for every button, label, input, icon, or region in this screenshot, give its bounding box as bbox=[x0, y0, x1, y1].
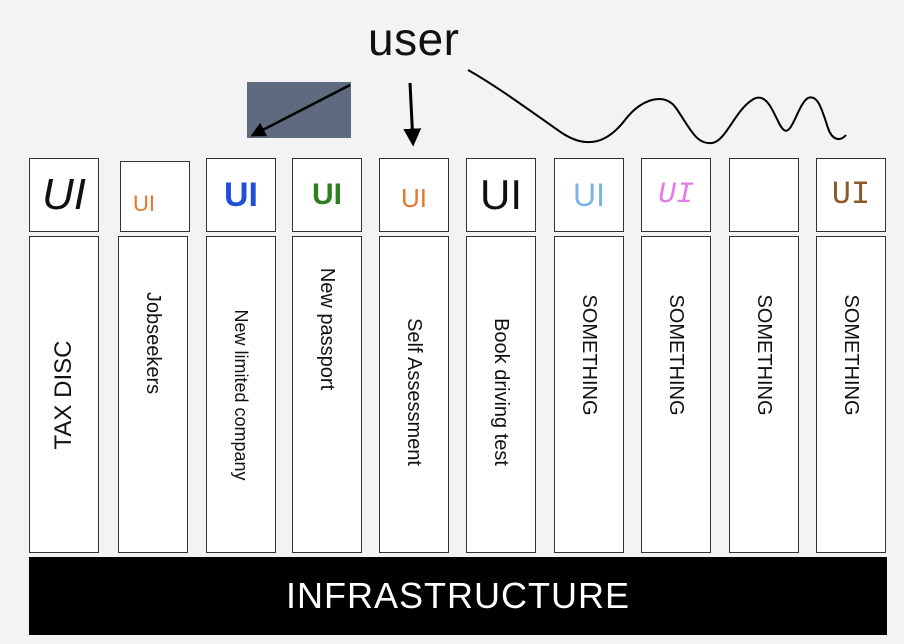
ui-label: UI bbox=[312, 178, 342, 211]
service-column: Jobseekers bbox=[118, 236, 188, 553]
ui-label: UI bbox=[133, 190, 155, 216]
infrastructure-label: INFRASTRUCTURE bbox=[286, 575, 630, 616]
service-column: Self Assessment bbox=[379, 236, 449, 553]
service-column: SOMETHING bbox=[816, 236, 886, 553]
ui-box: UI bbox=[379, 158, 449, 232]
service-label: New passport bbox=[316, 267, 338, 390]
ui-label: UI bbox=[831, 176, 871, 213]
service-column: SOMETHING bbox=[641, 236, 711, 553]
service-label: SOMETHING bbox=[578, 293, 600, 416]
ui-label: UI bbox=[573, 177, 605, 213]
service-column: SOMETHING bbox=[554, 236, 624, 553]
user-label: user bbox=[368, 13, 460, 65]
service-label: Jobseekers bbox=[142, 291, 164, 394]
ui-label: UI bbox=[224, 176, 258, 214]
ui-label: UI bbox=[480, 171, 522, 218]
ui-box: UI bbox=[554, 158, 624, 232]
ui-box: UI bbox=[816, 158, 886, 232]
infrastructure-bar: INFRASTRUCTURE bbox=[29, 557, 887, 635]
ui-box-empty bbox=[729, 158, 799, 232]
service-label: SOMETHING bbox=[753, 293, 775, 416]
service-label: Self Assessment bbox=[403, 317, 425, 466]
service-label: SOMETHING bbox=[840, 293, 862, 416]
service-column: New passport bbox=[292, 236, 362, 553]
service-label: Book driving test bbox=[490, 317, 512, 466]
service-label: New limited company bbox=[231, 308, 251, 481]
ui-box: UI bbox=[120, 161, 190, 232]
ui-box: UI bbox=[206, 158, 276, 232]
service-column: Book driving test bbox=[466, 236, 536, 553]
ui-box: UI bbox=[466, 158, 536, 232]
service-label: SOMETHING bbox=[665, 293, 687, 416]
service-column: New limited company bbox=[206, 236, 276, 553]
ui-label: UI bbox=[401, 183, 427, 213]
ui-label: UI bbox=[657, 178, 694, 212]
ui-box: UI bbox=[29, 158, 99, 232]
service-column: TAX DISC bbox=[29, 236, 99, 553]
ui-label: UI bbox=[42, 170, 86, 219]
service-column: SOMETHING bbox=[729, 236, 799, 553]
down-arrow bbox=[403, 82, 422, 147]
ui-box: UI bbox=[641, 158, 711, 232]
ui-box: UI bbox=[292, 158, 362, 232]
wavy-line bbox=[467, 69, 847, 145]
blocked-arrow-box bbox=[247, 82, 351, 138]
service-label: TAX DISC bbox=[50, 340, 77, 449]
